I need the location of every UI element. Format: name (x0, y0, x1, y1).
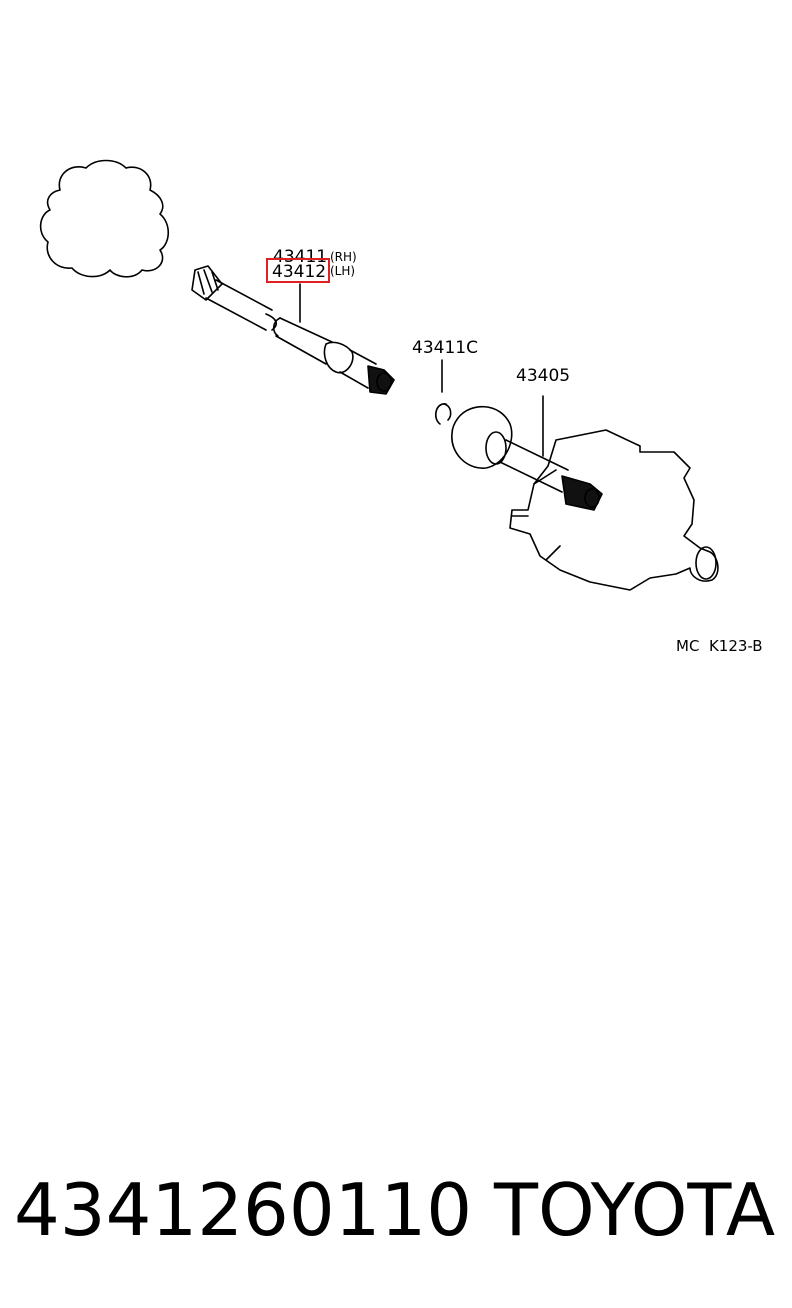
label-43411-side: (RH) (330, 250, 357, 264)
label-43411c: 43411C (412, 338, 478, 358)
footer: 4341260110 TOYOTA (14, 1160, 784, 1260)
label-43412-side: (LH) (330, 264, 355, 278)
outer-joint (451, 405, 603, 511)
snap-ring (434, 403, 452, 425)
highlight-box (266, 258, 330, 283)
brand-name: TOYOTA (494, 1168, 776, 1252)
parts-diagram: 43411 (RH) 43412 (LH) 43411C 43405 MC K1… (39, 159, 763, 655)
label-43412[interactable]: 43412 (272, 262, 326, 282)
reference-code: MC K123-B (676, 637, 763, 655)
label-43405: 43405 (516, 366, 570, 386)
part-number: 4341260110 (14, 1168, 473, 1252)
boot-shape (39, 159, 170, 278)
housing (509, 429, 719, 591)
drive-shaft (191, 265, 395, 395)
label-43411: 43411 (273, 247, 327, 267)
